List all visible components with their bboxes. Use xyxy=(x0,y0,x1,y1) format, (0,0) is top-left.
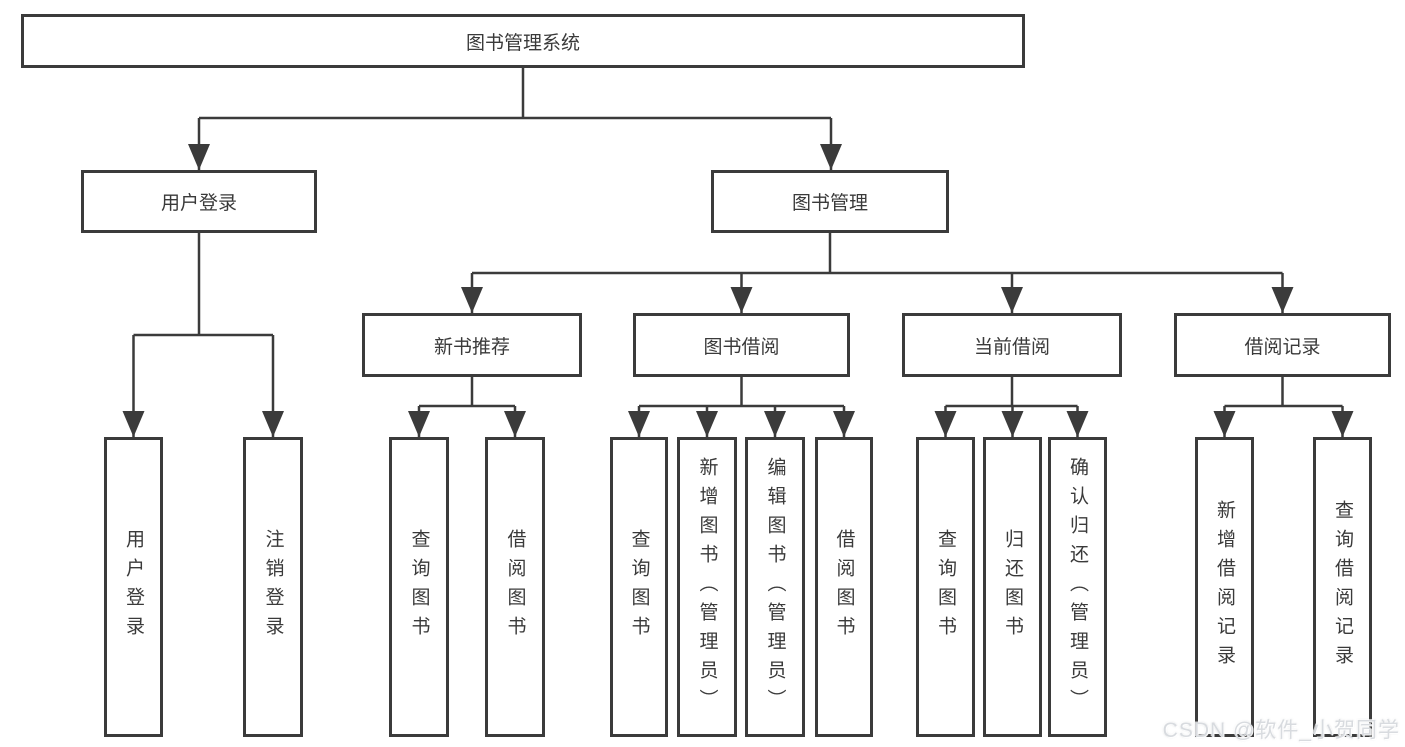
leaf-add-book-admin: 新增图书（管理员） xyxy=(677,437,737,737)
node-current-borrowing: 当前借阅 xyxy=(902,313,1122,377)
leaf-label: 确认归还（管理员） xyxy=(1067,456,1088,718)
leaf-current-query-book: 查询图书 xyxy=(916,437,975,737)
node-root-system: 图书管理系统 xyxy=(21,14,1025,68)
leaf-borrow-query-book: 查询图书 xyxy=(610,437,668,737)
leaf-label: 注销登录 xyxy=(262,529,284,645)
leaf-query-borrow-record: 查询借阅记录 xyxy=(1313,437,1372,737)
node-label: 图书管理 xyxy=(791,193,868,214)
leaf-confirm-return-admin: 确认归还（管理员） xyxy=(1048,437,1107,737)
leaf-recommend-borrow-book: 借阅图书 xyxy=(485,437,545,737)
leaf-label: 查询图书 xyxy=(628,529,650,645)
leaf-label: 查询借阅记录 xyxy=(1332,500,1353,674)
leaf-label: 借阅图书 xyxy=(504,529,526,645)
leaf-label: 归还图书 xyxy=(1002,529,1023,645)
leaf-logout: 注销登录 xyxy=(243,437,303,737)
node-label: 图书管理系统 xyxy=(465,32,580,54)
leaf-label: 编辑图书（管理员） xyxy=(764,456,786,718)
csdn-watermark: CSDN @软件_小贺同学 xyxy=(1162,719,1400,742)
node-user-login: 用户登录 xyxy=(81,170,317,233)
node-new-book-recommend: 新书推荐 xyxy=(362,313,582,377)
node-label: 用户登录 xyxy=(160,193,237,214)
leaf-user-login: 用户登录 xyxy=(104,437,163,737)
node-label: 借阅记录 xyxy=(1244,336,1321,358)
node-label: 当前借阅 xyxy=(973,336,1050,358)
leaf-add-borrow-record: 新增借阅记录 xyxy=(1195,437,1254,737)
node-label: 新书推荐 xyxy=(433,336,510,358)
leaf-label: 用户登录 xyxy=(123,529,144,645)
node-book-borrowing: 图书借阅 xyxy=(633,313,850,377)
node-borrowing-records: 借阅记录 xyxy=(1174,313,1391,377)
leaf-label: 新增借阅记录 xyxy=(1214,500,1235,674)
leaf-label: 查询图书 xyxy=(935,529,956,645)
connector-group xyxy=(122,68,1354,437)
leaf-label: 新增图书（管理员） xyxy=(696,456,718,718)
leaf-edit-book-admin: 编辑图书（管理员） xyxy=(745,437,805,737)
node-book-management: 图书管理 xyxy=(711,170,949,233)
leaf-label: 借阅图书 xyxy=(833,529,855,645)
leaf-recommend-query-book: 查询图书 xyxy=(389,437,449,737)
leaf-label: 查询图书 xyxy=(408,529,430,645)
leaf-return-book: 归还图书 xyxy=(983,437,1042,737)
leaf-borrow-book: 借阅图书 xyxy=(815,437,873,737)
node-label: 图书借阅 xyxy=(703,336,780,358)
